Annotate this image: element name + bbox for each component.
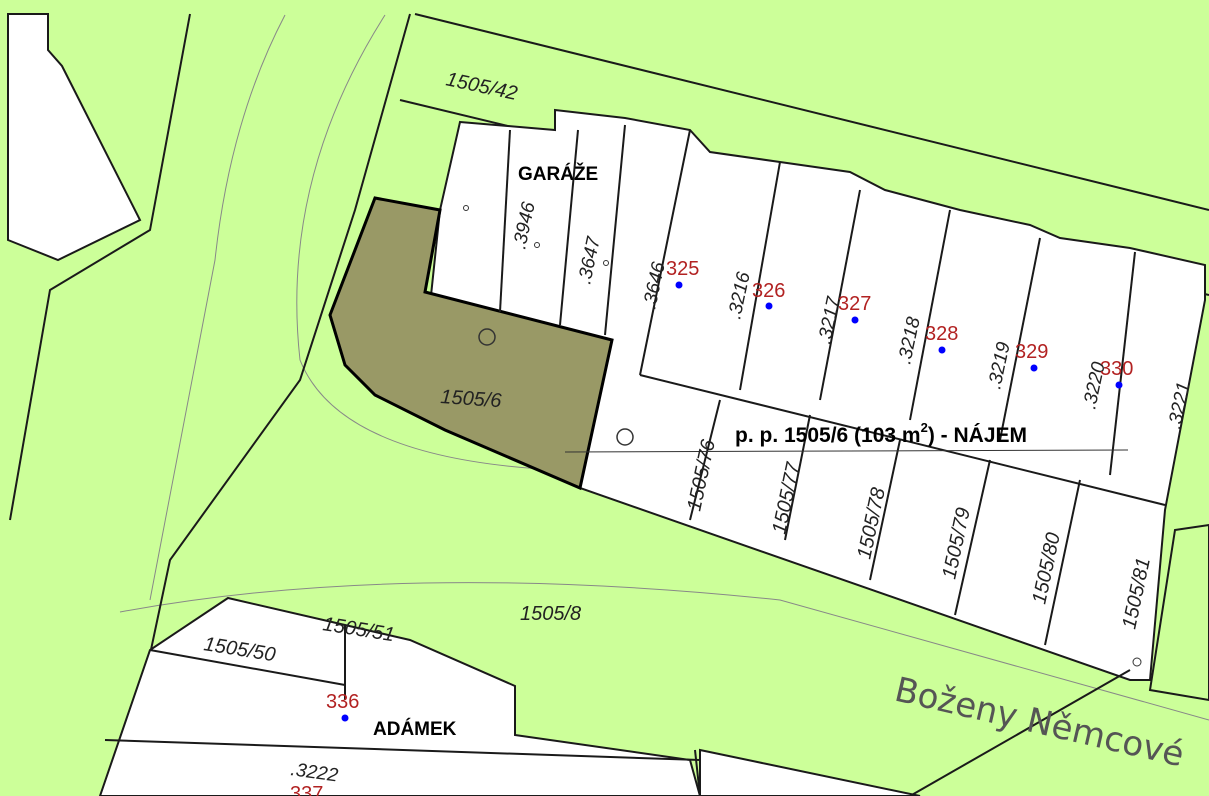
road-edge-line: [149, 14, 286, 601]
building-bottom-right[interactable]: [699, 748, 921, 796]
boundary-line-2: [119, 13, 411, 796]
address-point-325: [675, 281, 683, 289]
well-symbol-1: [478, 328, 496, 346]
title-leader-line: [564, 449, 1129, 453]
survey-point-4: [1132, 657, 1142, 667]
survey-point-2: [534, 242, 540, 248]
house-number-325: 325: [666, 258, 699, 280]
survey-point-1: [463, 205, 469, 211]
house-number-329: 329: [1015, 341, 1048, 363]
house-number-337: 337: [290, 783, 323, 796]
house-number-326: 326: [752, 280, 785, 302]
house-number-328: 328: [925, 323, 958, 345]
title-label-main: p. p. 1505/6 (103 m: [735, 424, 921, 447]
house-number-327: 327: [838, 293, 871, 315]
address-point-326: [765, 302, 773, 310]
building-bottom-left[interactable]: [98, 596, 702, 796]
house-number-336: 336: [326, 691, 359, 713]
title-label-sup: 2: [921, 420, 928, 435]
address-point-330: [1115, 381, 1123, 389]
building-top-left[interactable]: [7, 13, 142, 262]
address-point-336: [341, 714, 349, 722]
street-boundary: [909, 669, 1131, 796]
address-point-329: [1030, 364, 1038, 372]
owner-label: ADÁMEK: [373, 718, 457, 740]
address-point-328: [938, 346, 946, 354]
parcel-label-1505-6: 1505/6: [440, 386, 503, 412]
house-number-330: 330: [1100, 358, 1133, 380]
road-edge-line-2: [296, 14, 561, 471]
garage-group-label: GARÁŽE: [518, 163, 598, 185]
boundary-line-1: [9, 13, 191, 521]
boundary-line-top: [414, 13, 1209, 211]
parcel-label-1505-8: 1505/8: [520, 603, 581, 625]
parcel-right-edge[interactable]: [1148, 523, 1209, 702]
address-points: [341, 281, 1123, 722]
title-label: p. p. 1505/6 (103 m2) - NÁJEM: [735, 420, 1027, 447]
well-symbol-2: [616, 428, 634, 446]
garage-dividers: [499, 124, 1166, 646]
address-point-327: [851, 316, 859, 324]
bottom-divider-1: [149, 649, 346, 686]
survey-point-3: [603, 260, 609, 266]
parcel-1505-6-highlight[interactable]: [328, 196, 614, 491]
road-edge-line-3: [119, 582, 1209, 721]
title-label-suffix: ) - NÁJEM: [928, 424, 1027, 447]
bottom-divider-3: [104, 739, 701, 761]
